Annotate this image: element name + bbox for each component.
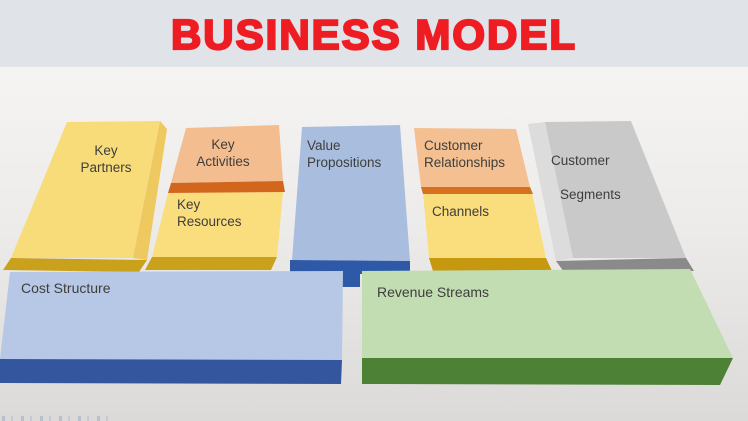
page-title: BUSINESS MODEL xyxy=(170,10,578,59)
value-propositions-block xyxy=(292,125,410,261)
customer-segments-label-line2: Segments xyxy=(560,187,621,202)
value-propositions-label: Value Propositions xyxy=(307,138,382,170)
value-propositions-bottom-face xyxy=(290,260,410,287)
revenue-streams-label: Revenue Streams xyxy=(377,284,490,300)
cost-structure-bottom-face xyxy=(0,359,342,384)
header-band: BUSINESS MODEL xyxy=(0,0,748,67)
customer-segments-block xyxy=(545,121,686,258)
cost-structure-block xyxy=(0,271,343,360)
key-resources-block xyxy=(152,192,283,257)
customer-relationships-label: Customer Relationships xyxy=(424,138,506,170)
customer-segments-side-face xyxy=(528,122,573,261)
key-partners-bottom-face xyxy=(3,258,147,272)
customer-segments-label: Customer Segments xyxy=(551,135,621,220)
revenue-streams-bottom-face xyxy=(362,358,733,385)
channels-bottom-face xyxy=(429,258,552,271)
key-partners-label: Key Partners xyxy=(80,143,132,175)
key-activities-bottom-face xyxy=(168,181,285,193)
channels-label: Channels xyxy=(432,204,490,219)
channels-block xyxy=(423,193,546,258)
cost-structure-label: Cost Structure xyxy=(21,280,111,296)
key-resources-bottom-face xyxy=(145,257,277,270)
revenue-streams-block xyxy=(362,269,733,358)
key-activities-block xyxy=(171,125,283,183)
customer-relationships-block xyxy=(414,128,530,187)
key-partners-side-face xyxy=(133,121,167,260)
customer-segments-bottom-face xyxy=(556,258,694,272)
cropped-watermark-remnant xyxy=(2,416,114,421)
key-partners-block xyxy=(11,121,160,258)
key-activities-label: Key Activities xyxy=(196,137,250,169)
key-resources-label: Key Resources xyxy=(177,197,242,229)
customer-segments-label-line1: Customer xyxy=(551,153,610,168)
customer-relationships-bottom-face xyxy=(421,187,533,194)
